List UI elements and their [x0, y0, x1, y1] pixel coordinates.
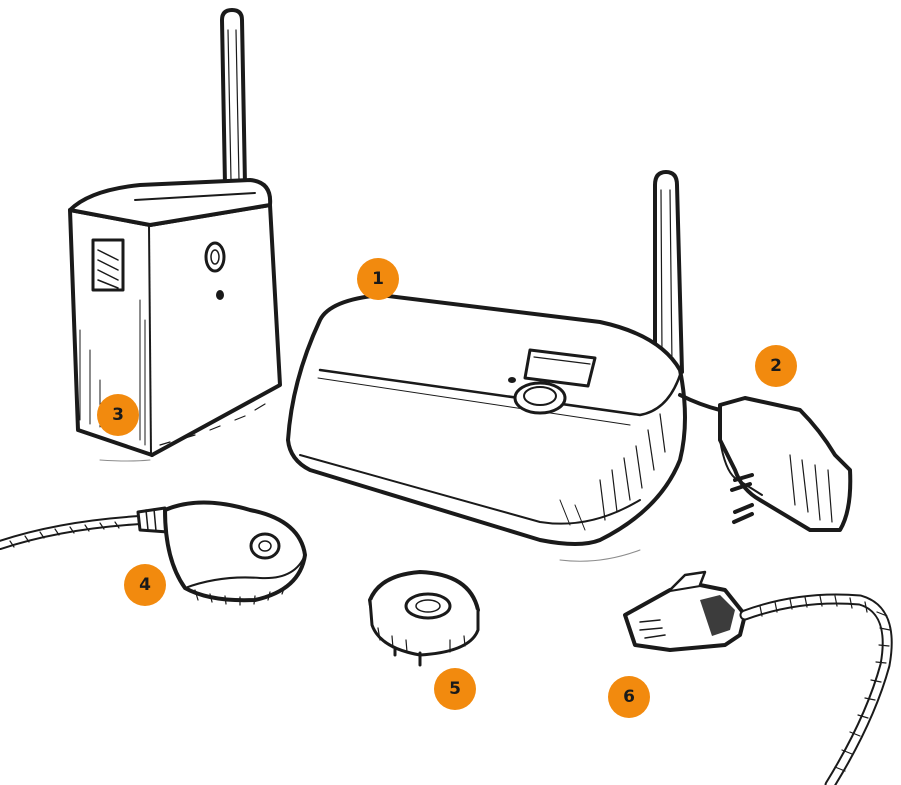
repeater-button	[206, 243, 224, 271]
callout-1-label: 1	[372, 269, 384, 289]
rj-network-cable	[625, 572, 890, 785]
sensor-button	[251, 534, 279, 558]
base-led	[508, 377, 516, 383]
adapter-prong	[734, 505, 752, 522]
callout-6-label: 6	[623, 687, 635, 707]
callout-5-badge: 5	[434, 668, 476, 710]
base-display	[525, 350, 595, 386]
callout-2-label: 2	[770, 356, 782, 376]
callout-4-badge: 4	[124, 564, 166, 606]
callout-3-badge: 3	[97, 394, 139, 436]
callout-5-label: 5	[449, 679, 461, 699]
base-antenna	[655, 172, 682, 372]
callout-2-badge: 2	[755, 345, 797, 387]
base-station	[288, 172, 685, 544]
callout-1-badge: 1	[357, 258, 399, 300]
wireless-repeater	[70, 10, 280, 455]
callout-4-label: 4	[139, 575, 151, 595]
sensor-puck	[165, 503, 305, 601]
disc-slot	[406, 594, 450, 618]
network-cable	[745, 599, 887, 785]
mounting-disc	[370, 572, 478, 665]
callout-6-badge: 6	[608, 676, 650, 718]
repeater-antenna	[222, 10, 245, 185]
power-adapter	[680, 395, 850, 530]
repeater-led	[216, 290, 224, 300]
callout-3-label: 3	[112, 405, 124, 425]
